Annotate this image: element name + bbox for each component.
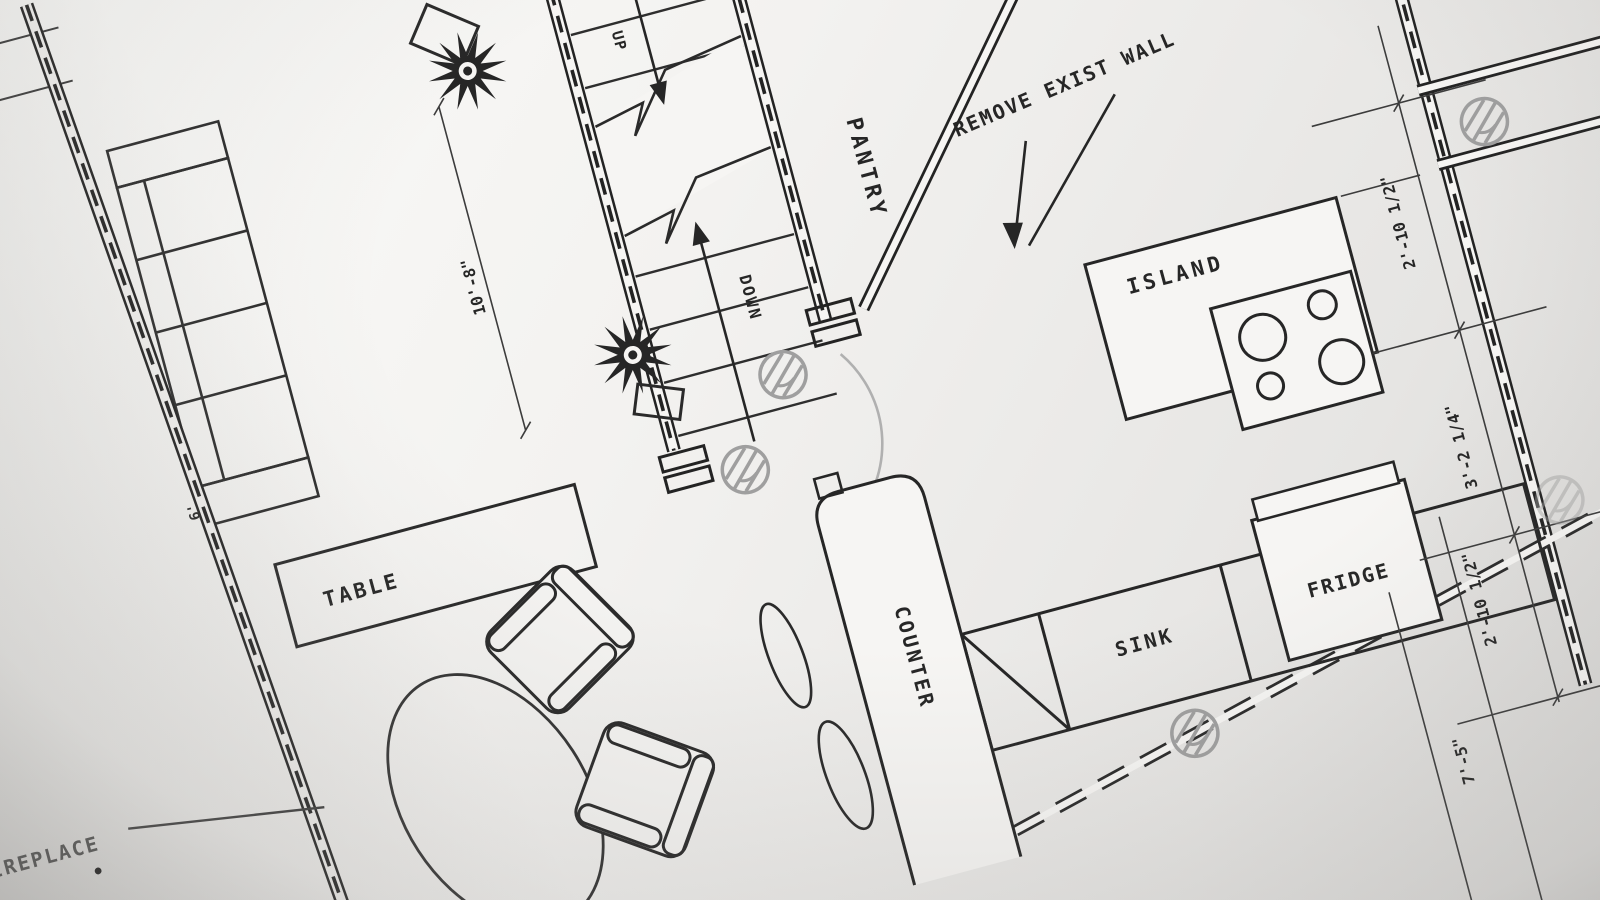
plain-walls (858, 0, 1600, 312)
down-arrow (692, 221, 756, 442)
up-arrow (595, 0, 667, 105)
fridge-front (1250, 460, 1401, 523)
label-pantry: PANTRY (840, 115, 891, 221)
dimension-lines (433, 25, 1600, 900)
table (273, 482, 599, 649)
stair-break-line-lower (624, 145, 772, 245)
peninsula-counter (815, 474, 1023, 886)
label-up: UP (608, 29, 631, 53)
keynote-tag-2 (715, 439, 776, 500)
dim-right-top: 2'-10 1/2" (1376, 173, 1419, 271)
burner-3 (1256, 371, 1286, 401)
label-down: DOWN (735, 273, 765, 323)
side-oval-1 (759, 602, 813, 709)
stool-1 (408, 2, 481, 68)
cooktop (1208, 269, 1385, 432)
kitchen-demo-wall (970, 491, 1600, 860)
armchair-1 (478, 558, 642, 721)
remove-wall-leader (1002, 93, 1116, 250)
dim-right-middle: 3'-2 1/4" (1441, 402, 1482, 491)
armchair-2 (569, 716, 720, 863)
cabinet-grid (105, 119, 321, 528)
label-table: TABLE (321, 568, 403, 611)
stair-break-line-upper (594, 34, 742, 137)
label-sink: SINK (1112, 623, 1176, 662)
burner-1 (1238, 312, 1288, 362)
dim-stair-run: 10'-8" (457, 257, 490, 318)
insulated-walls (19, 0, 1593, 900)
rug (386, 673, 605, 900)
side-oval-2 (817, 720, 875, 831)
stair-treads (527, 0, 838, 438)
label-fireplace: FIREPLACE (0, 831, 102, 887)
door-jamb (657, 296, 863, 495)
dim-bottom-right: 7'-5" (1448, 735, 1479, 786)
stool-2 (632, 382, 686, 422)
plant-1 (418, 22, 517, 120)
burner-2 (1306, 289, 1338, 321)
stair-break-mask (594, 35, 772, 235)
fireplace-leader (128, 805, 325, 830)
keynote-tag-3 (1164, 703, 1225, 764)
dim-cabinet-depth: 6' (185, 502, 205, 522)
ink-speck (94, 867, 102, 875)
burner-4 (1318, 338, 1366, 386)
peninsula-bump (812, 471, 845, 501)
